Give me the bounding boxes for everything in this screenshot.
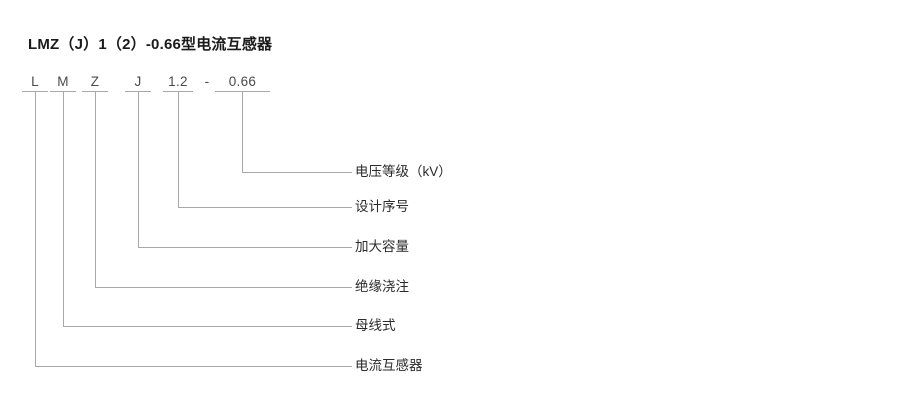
callout-label-busbar-type: 母线式 [355,318,396,333]
code-token-0-66: 0.66 [228,74,257,89]
leader-vertical-voltage-class [242,91,243,172]
callout-label-design-serial: 设计序号 [355,199,409,214]
leader-horizontal-current-transformer [35,366,352,367]
leader-vertical-current-transformer [35,91,36,366]
callout-label-voltage-class: 电压等级（kV） [355,164,452,179]
page-title: LMZ（J）1（2）-0.66型电流互感器 [28,36,273,53]
leader-horizontal-increased-capacity [138,247,352,248]
code-token-1-2: 1.2 [168,74,188,89]
code-token-j: J [134,74,142,89]
code-token-z: Z [90,74,100,89]
code-token-m: M [57,74,69,89]
leader-vertical-cast-insulation [95,91,96,287]
leader-vertical-increased-capacity [138,91,139,247]
leader-vertical-design-serial [178,91,179,207]
leader-horizontal-cast-insulation [95,287,352,288]
leader-horizontal-design-serial [178,207,352,208]
code-token-separator: - [204,74,210,89]
callout-label-cast-insulation: 绝缘浇注 [355,279,409,294]
callout-label-increased-capacity: 加大容量 [355,239,409,254]
code-token-l: L [31,74,39,89]
leader-vertical-busbar-type [63,91,64,326]
leader-horizontal-busbar-type [63,326,352,327]
leader-horizontal-voltage-class [242,172,352,173]
callout-label-current-transformer: 电流互感器 [355,358,423,373]
